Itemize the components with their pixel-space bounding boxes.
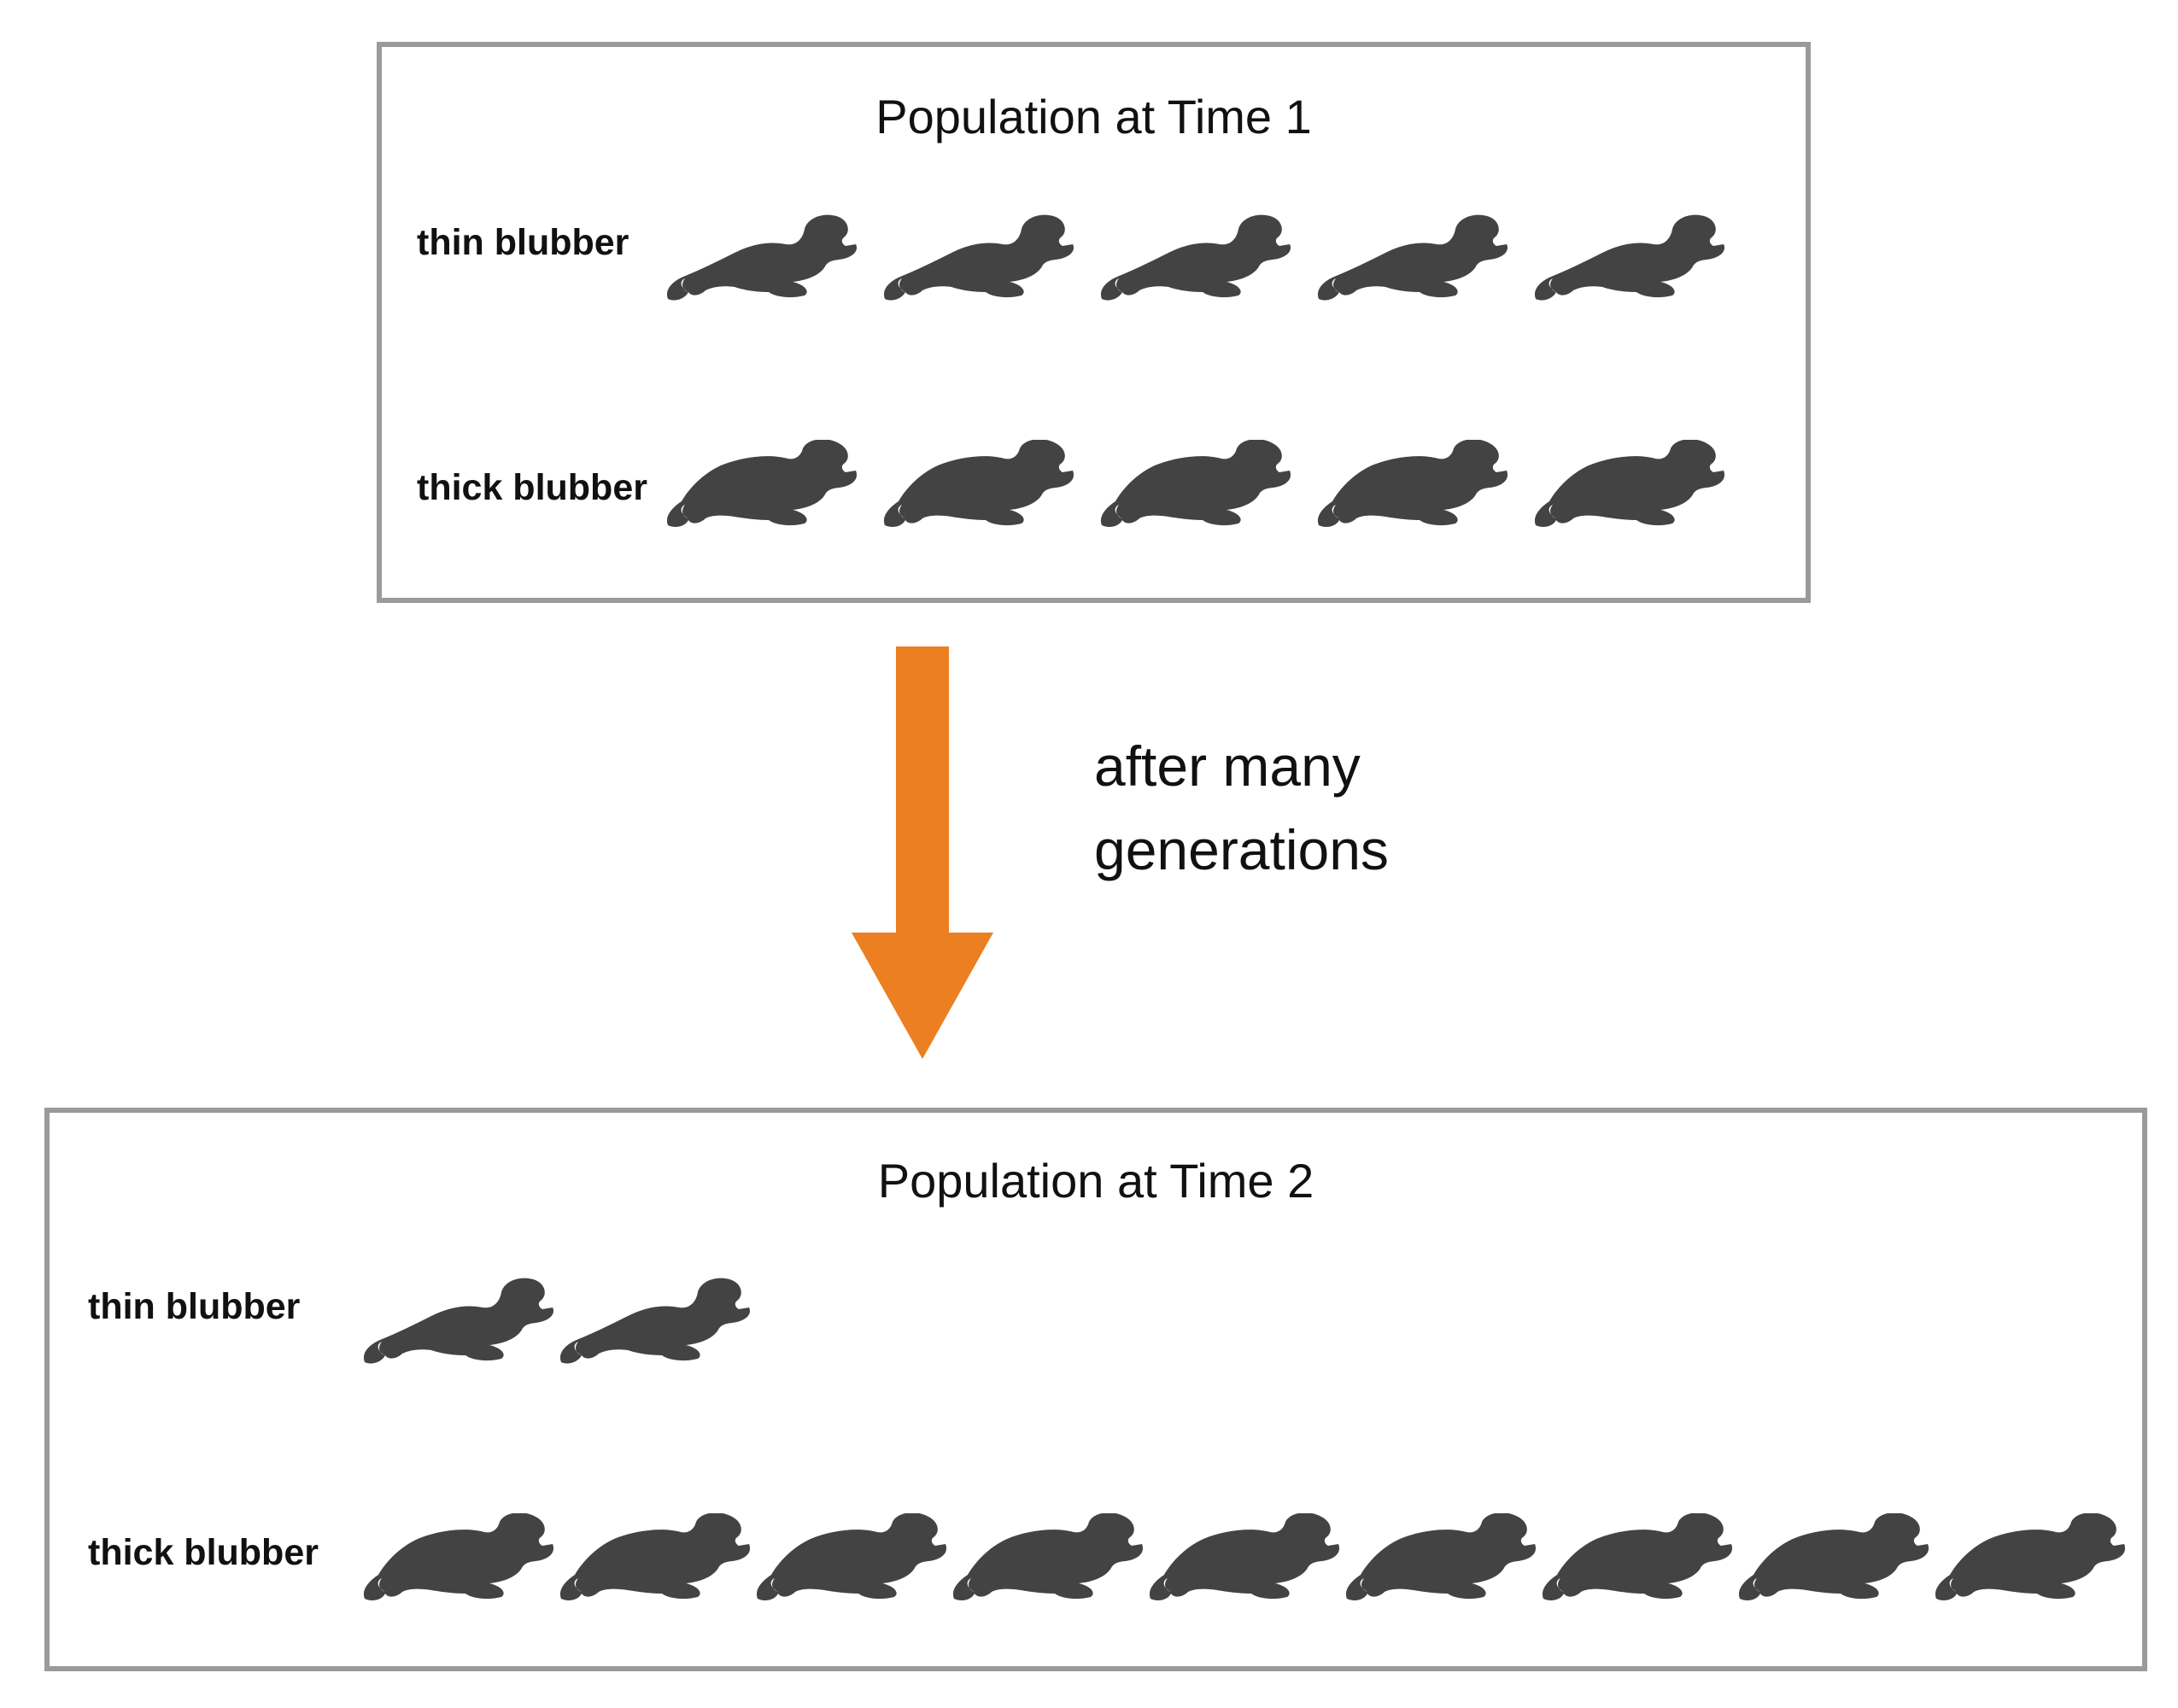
thick-seal-icon (1531, 440, 1725, 529)
thick-blubber-row (663, 440, 1748, 529)
thick-seal-icon (1097, 440, 1291, 529)
arrow-shape (852, 646, 993, 1059)
thick-seal-icon (1342, 1513, 1537, 1602)
population-time-1-panel: Population at Time 1 thin blubber thick … (377, 42, 1811, 603)
thin-blubber-row (360, 1277, 752, 1366)
caption-line-1: after many (1094, 734, 1361, 798)
thick-seal-icon (663, 440, 858, 529)
thin-seal-icon (663, 214, 858, 302)
seal-body (1346, 1513, 1536, 1600)
seal-body (667, 440, 857, 527)
thin-seal-icon (1314, 214, 1508, 302)
seal-body (1317, 214, 1508, 301)
seal-body (559, 1278, 751, 1364)
seal-body (364, 1513, 553, 1600)
seal-body (953, 1513, 1143, 1600)
seal-body (883, 214, 1074, 301)
seal-body (1100, 214, 1291, 301)
thin-seal-icon (1531, 214, 1725, 302)
caption-line-2: generations (1094, 818, 1389, 881)
seal-body (560, 1513, 750, 1600)
thick-seal-icon (752, 1513, 947, 1602)
seal-body (363, 1278, 554, 1364)
thick-seal-icon (556, 1513, 751, 1602)
thick-blubber-label: thick blubber (88, 1532, 319, 1573)
thick-seal-icon (1538, 1513, 1733, 1602)
seal-body (757, 1513, 946, 1600)
thick-seal-icon (1314, 440, 1508, 529)
panel-title: Population at Time 1 (875, 90, 1312, 143)
seal-body (1101, 440, 1291, 527)
seal-body (1739, 1513, 1929, 1600)
thin-seal-icon (1097, 214, 1291, 302)
seal-body (884, 440, 1074, 527)
seal-body (666, 214, 858, 301)
seal-body (1543, 1513, 1732, 1600)
panel-title: Population at Time 2 (877, 1154, 1314, 1208)
thick-seal-icon (949, 1513, 1144, 1602)
thick-seal-icon (360, 1513, 554, 1602)
thick-seal-icon (1735, 1513, 1929, 1602)
seal-body (1935, 1513, 2125, 1600)
thin-seal-icon (556, 1277, 751, 1366)
thick-seal-icon (1931, 1513, 2126, 1602)
transition-caption: after many generations (1094, 724, 1389, 892)
thin-blubber-label: thin blubber (88, 1286, 301, 1327)
thick-blubber-row (360, 1513, 2128, 1602)
thin-blubber-label: thin blubber (417, 222, 629, 263)
seal-body (1318, 440, 1508, 527)
down-arrow-icon (852, 646, 993, 1059)
thick-blubber-label: thick blubber (417, 467, 647, 508)
thin-seal-icon (360, 1277, 554, 1366)
thin-seal-icon (880, 214, 1074, 302)
thick-seal-icon (1145, 1513, 1340, 1602)
seal-body (1535, 440, 1724, 527)
seal-body (1150, 1513, 1339, 1600)
seal-body (1534, 214, 1725, 301)
thin-blubber-row (663, 214, 1748, 302)
population-time-2-panel: Population at Time 2 thin blubber thick … (44, 1108, 2147, 1671)
thick-seal-icon (880, 440, 1074, 529)
